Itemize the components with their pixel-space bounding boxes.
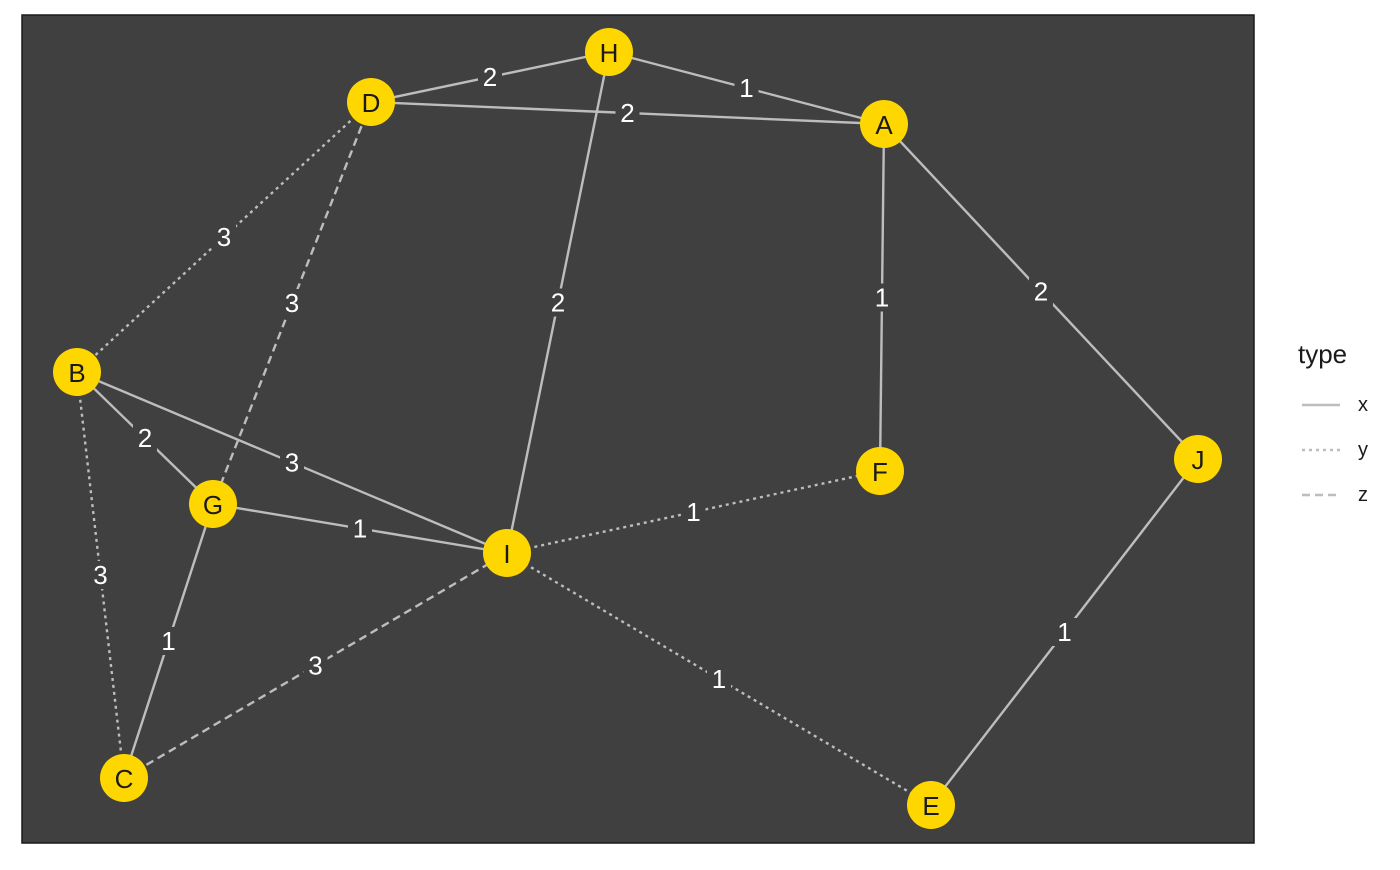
node-circle bbox=[100, 754, 148, 802]
plot-panel bbox=[21, 14, 1255, 844]
node-label: D bbox=[362, 88, 381, 118]
edge-weight-label: 1 bbox=[161, 626, 175, 656]
node-label: F bbox=[872, 457, 888, 487]
edge-weight-label: 1 bbox=[686, 497, 700, 527]
node-i: I bbox=[483, 529, 531, 577]
edge-weight-label: 3 bbox=[93, 560, 107, 590]
edge-label-background bbox=[212, 223, 236, 251]
node-a: A bbox=[860, 100, 908, 148]
edge-label-background bbox=[870, 283, 894, 312]
edge-label-background bbox=[348, 514, 372, 543]
edge-weight-label: 2 bbox=[1034, 277, 1048, 307]
edge-weight-label: 3 bbox=[217, 222, 231, 252]
edge-label-background bbox=[1029, 277, 1053, 306]
node-label: C bbox=[115, 764, 134, 794]
edge-label-background bbox=[707, 665, 731, 693]
edge-labels-layer: 2 1 2 2 1 2 1 2 3 1 1 3 3 1 1 3 3 bbox=[88, 62, 1077, 694]
edge-weight-label: 1 bbox=[1057, 617, 1071, 647]
node-circle bbox=[907, 781, 955, 829]
edge-weight-label: 1 bbox=[353, 514, 367, 544]
edge-label-background bbox=[280, 448, 304, 477]
edge-weight-label: 2 bbox=[483, 62, 497, 92]
edge-weight-label: 3 bbox=[285, 448, 299, 478]
edge-label-background bbox=[303, 651, 328, 680]
edge-weight-label: 2 bbox=[551, 288, 565, 318]
node-j: J bbox=[1174, 435, 1222, 483]
node-label: A bbox=[875, 110, 893, 140]
node-e: E bbox=[907, 781, 955, 829]
node-label: G bbox=[203, 490, 223, 520]
node-h: H bbox=[585, 28, 633, 76]
edge-weight-label: 2 bbox=[620, 98, 634, 128]
edge-label-background bbox=[280, 289, 304, 317]
node-label: J bbox=[1192, 445, 1205, 475]
legend-items: x y z bbox=[1302, 394, 1368, 506]
node-c: C bbox=[100, 754, 148, 802]
node-d: D bbox=[347, 78, 395, 126]
node-circle bbox=[189, 480, 237, 528]
legend-key-label: x bbox=[1358, 394, 1368, 416]
edge-label-background bbox=[615, 99, 640, 127]
edge-weight-label: 1 bbox=[712, 664, 726, 694]
edge-label-background bbox=[88, 561, 113, 589]
nodes-layer: A B C D E F G H I J bbox=[53, 28, 1222, 829]
node-label: B bbox=[68, 358, 85, 388]
node-label: E bbox=[922, 791, 939, 821]
node-circle bbox=[1174, 435, 1222, 483]
edge-label-background bbox=[133, 424, 157, 452]
node-circle bbox=[347, 78, 395, 126]
edge-label-background bbox=[734, 74, 759, 102]
edge-label-background bbox=[1052, 618, 1077, 646]
node-circle bbox=[53, 348, 101, 396]
legend-item-y: y bbox=[1302, 439, 1368, 461]
edge-weight-label: 3 bbox=[308, 651, 322, 681]
edge-label-background bbox=[681, 498, 706, 526]
legend: type x y z bbox=[1298, 339, 1368, 506]
legend-item-z: z bbox=[1302, 484, 1368, 506]
edge-label-background bbox=[546, 288, 570, 317]
node-label: H bbox=[600, 38, 619, 68]
node-circle bbox=[856, 447, 904, 495]
node-circle bbox=[860, 100, 908, 148]
edge-weight-label: 1 bbox=[875, 283, 889, 313]
edge-weight-label: 1 bbox=[739, 73, 753, 103]
edge-label-background bbox=[478, 63, 502, 91]
node-f: F bbox=[856, 447, 904, 495]
node-circle bbox=[483, 529, 531, 577]
node-label: I bbox=[503, 539, 510, 569]
node-circle bbox=[585, 28, 633, 76]
legend-key-label: y bbox=[1358, 439, 1368, 461]
node-g: G bbox=[189, 480, 237, 528]
legend-item-x: x bbox=[1302, 394, 1368, 416]
edge-weight-label: 3 bbox=[285, 288, 299, 318]
edge-weight-label: 2 bbox=[138, 423, 152, 453]
node-b: B bbox=[53, 348, 101, 396]
legend-title: type bbox=[1298, 339, 1347, 369]
legend-key-label: z bbox=[1358, 484, 1368, 506]
edge-label-background bbox=[156, 627, 181, 655]
